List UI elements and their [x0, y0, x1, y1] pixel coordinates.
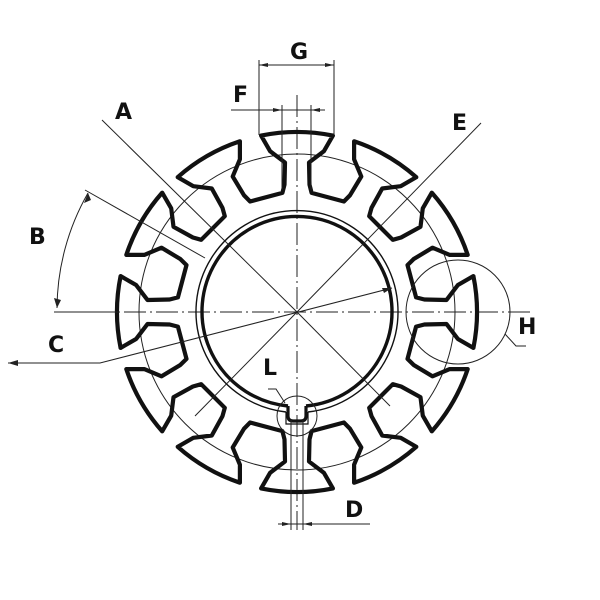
- teeth: [114, 129, 480, 495]
- detail-circle-H: [405, 259, 526, 365]
- label-D: D: [345, 498, 364, 523]
- leader-lines: [8, 119, 482, 417]
- leader-C: [8, 287, 393, 364]
- label-L: L: [263, 356, 278, 381]
- tooth-profile-outline: [114, 129, 480, 495]
- center-lines: [60, 95, 530, 530]
- label-A: A: [115, 100, 133, 125]
- label-F: F: [233, 83, 249, 108]
- leader-B-ray: [84, 189, 206, 259]
- label-B: B: [29, 225, 46, 250]
- leader-E: [296, 122, 482, 313]
- detail-circle-L: [268, 388, 318, 437]
- label-C: C: [48, 333, 65, 358]
- label-E: E: [452, 111, 468, 136]
- label-G: G: [290, 40, 309, 65]
- dimension-G-F: [231, 60, 335, 190]
- inner-bore: [195, 209, 399, 425]
- dimension-D: [278, 420, 370, 530]
- pitch-circle: [138, 153, 456, 471]
- leader-A: [101, 119, 298, 313]
- angle-arc-B: [56, 192, 89, 309]
- label-H: H: [518, 315, 537, 340]
